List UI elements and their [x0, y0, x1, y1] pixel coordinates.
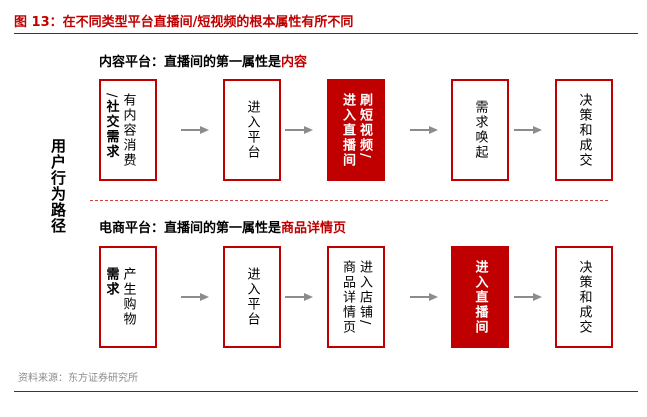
s1-step1-line2: /社交需求	[103, 92, 119, 159]
s2-step3-box: 进入店铺/ 商品详情页	[327, 246, 385, 348]
section1-title-highlight: 内容	[281, 55, 308, 70]
source-note: 资料来源：东方证券研究所	[18, 373, 138, 384]
s1-step3-box: 刷短视频/ 进入直播间	[327, 79, 385, 181]
s2-arrow1-icon	[181, 293, 209, 301]
s2-step1-text: 产生购物 需求	[103, 267, 154, 327]
s2-step1-line1: 产生购物	[120, 267, 136, 327]
s2-arrow2-icon	[285, 293, 313, 301]
bottom-rule	[14, 391, 638, 392]
s2-step5-text: 决策和成交	[576, 259, 592, 335]
s1-step5-box: 决策和成交	[555, 79, 613, 181]
s1-arrow4-icon	[514, 126, 542, 134]
s2-step4-text: 进入直播间	[472, 259, 488, 335]
s2-step5-box: 决策和成交	[555, 246, 613, 348]
s2-step2-text: 进入平台	[244, 267, 260, 327]
s1-step1-box: 有内容消费 /社交需求	[99, 79, 157, 181]
s1-arrow1-icon	[181, 126, 209, 134]
section2-title: 电商平台：直播间的第一属性是商品详情页	[99, 217, 346, 236]
s1-step1-line1: 有内容消费	[120, 92, 136, 168]
section-divider	[90, 200, 608, 201]
section1-title: 内容平台：直播间的第一属性是内容	[99, 51, 307, 70]
s2-arrow3-icon	[410, 293, 438, 301]
s1-arrow2-icon	[285, 126, 313, 134]
s1-step5-text: 决策和成交	[576, 92, 592, 168]
s1-step1-text: 有内容消费 /社交需求	[103, 93, 154, 168]
s2-step1-box: 产生购物 需求	[99, 246, 157, 348]
top-rule	[14, 33, 638, 34]
s1-step4-box: 需求唤起	[451, 79, 509, 181]
s2-step1-line2: 需求	[103, 267, 119, 297]
s2-step3-text: 进入店铺/ 商品详情页	[340, 259, 372, 335]
section2-title-highlight: 商品详情页	[281, 221, 347, 236]
s1-arrow3-icon	[410, 126, 438, 134]
s1-step3-text: 刷短视频/ 进入直播间	[340, 92, 372, 168]
section1-title-prefix: 内容平台：直播间的第一属性是	[99, 55, 282, 70]
s1-step2-box: 进入平台	[223, 79, 281, 181]
section2-title-prefix: 电商平台：直播间的第一属性是	[99, 221, 282, 236]
s2-arrow4-icon	[514, 293, 542, 301]
s2-step2-box: 进入平台	[223, 246, 281, 348]
s2-step4-box: 进入直播间	[451, 246, 509, 348]
side-label: 用户行为路径	[49, 138, 67, 234]
s1-step4-text: 需求唤起	[472, 100, 488, 160]
s1-step2-text: 进入平台	[244, 100, 260, 160]
figure-title: 图 13：在不同类型平台直播间/短视频的根本属性有所不同	[14, 15, 354, 30]
